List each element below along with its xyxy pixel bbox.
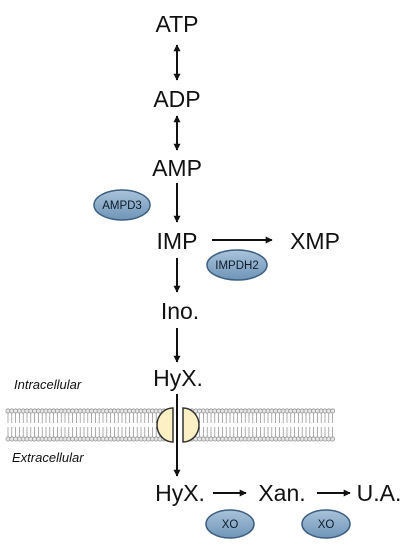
enzyme-xo-1-label: XO — [222, 519, 239, 531]
nucleoside-transporter — [156, 407, 200, 443]
metabolite-imp: IMP — [157, 228, 198, 254]
metabolite-atp: ATP — [155, 11, 198, 37]
metabolite-uric-acid: U.A. — [357, 480, 402, 506]
enzyme-impdh2: IMPDH2 — [206, 249, 268, 281]
metabolite-amp: AMP — [152, 155, 202, 181]
metabolite-hypoxanthine-intracellular: HyX. — [153, 365, 203, 391]
cell-membrane — [5, 408, 336, 442]
metabolite-xmp: XMP — [290, 228, 340, 254]
metabolite-inosine: Ino. — [161, 298, 199, 324]
region-intracellular: Intracellular — [14, 377, 82, 392]
enzyme-impdh2-label: IMPDH2 — [215, 260, 258, 272]
enzyme-xo-2-label: XO — [318, 519, 335, 531]
enzyme-xo-2: XO — [301, 509, 351, 539]
enzyme-ampd3: AMPD3 — [93, 189, 151, 221]
enzyme-xo-1: XO — [205, 509, 255, 539]
region-extracellular: Extracellular — [12, 450, 84, 465]
metabolite-xanthine: Xan. — [258, 480, 305, 506]
metabolite-hypoxanthine-extracellular: HyX. — [155, 480, 205, 506]
enzyme-ampd3-label: AMPD3 — [102, 200, 142, 212]
metabolite-adp: ADP — [153, 86, 200, 112]
